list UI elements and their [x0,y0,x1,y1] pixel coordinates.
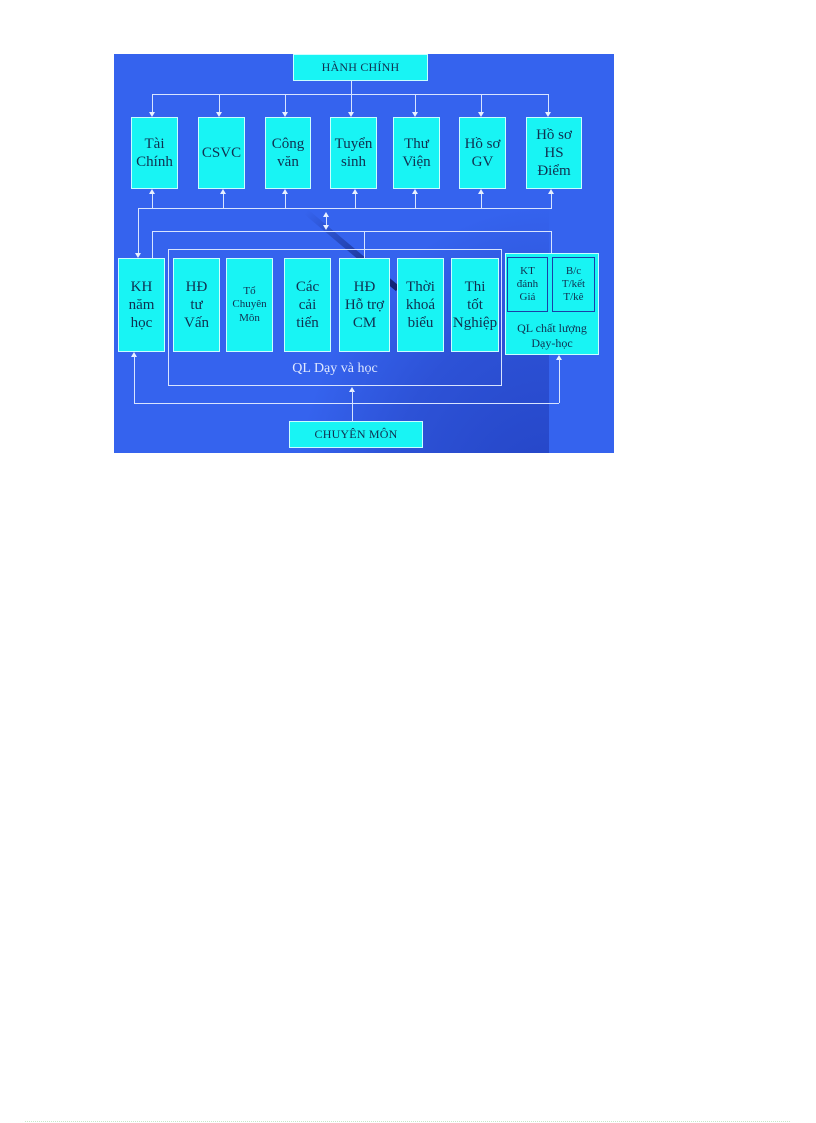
connector [138,208,552,209]
academic-unit-to-chuyen-mon: Tổ Chuyên Môn [226,258,273,352]
arrow-down-icon [149,112,155,117]
connector [152,94,548,95]
arrow-down-icon [412,112,418,117]
page-footer-rule [25,1121,790,1122]
arrow-up-icon [131,352,137,357]
double-arrow-icon [323,225,329,230]
connector [219,94,220,112]
connector [152,231,551,232]
connector [351,94,352,112]
connector [152,194,153,208]
connector [326,216,327,226]
connector [285,194,286,208]
arrow-up-icon [220,189,226,194]
connector [481,94,482,112]
academic-unit-kh-nam-hoc: KH năm học [118,258,165,352]
connector [551,231,552,253]
quality-item-kt-danh-gia: KT đánh Giá [507,257,548,312]
academic-unit-thoi-khoa-bieu: Thời khoá biểu [397,258,444,352]
admin-unit-ho-so-hs-diem: Hồ sơ HS Điểm [526,117,582,189]
academic-unit-thi-tot-nghiep: Thi tốt Nghiệp [451,258,499,352]
admin-unit-tai-chinh: Tài Chính [131,117,178,189]
hanh-chinh-header: HÀNH CHÍNH [293,54,428,81]
arrow-up-icon [556,355,562,360]
arrow-up-icon [282,189,288,194]
admin-unit-ho-so-gv: Hồ sơ GV [459,117,506,189]
connector [415,194,416,208]
academic-unit-hd-ho-tro-cm: HĐ Hỗ trợ CM [339,258,390,352]
admin-unit-tuyen-sinh: Tuyển sinh [330,117,377,189]
arrow-down-icon [348,112,354,117]
teaching-group-label: QL Dạy và học [292,361,378,376]
admin-unit-csvc: CSVC [198,117,245,189]
connector [548,94,549,112]
admin-unit-thu-vien: Thư Viện [393,117,440,189]
admin-unit-cong-van: Công văn [265,117,311,189]
connector [481,194,482,208]
org-chart-canvas: HÀNH CHÍNH Tài Chính CSVC Công văn Tuyển… [114,54,614,453]
connector [134,403,559,404]
arrow-down-icon [135,253,141,258]
connector [152,231,153,258]
connector [134,356,135,403]
arrow-up-icon [149,189,155,194]
connector [352,391,353,422]
arrow-up-icon [412,189,418,194]
connector [223,194,224,208]
arrow-up-icon [548,189,554,194]
arrow-down-icon [216,112,222,117]
connector [415,94,416,112]
connector [559,359,560,403]
connector [285,94,286,112]
connector [152,94,153,112]
arrow-down-icon [282,112,288,117]
connector [355,194,356,208]
arrow-down-icon [545,112,551,117]
chuyen-mon-header: CHUYÊN MÔN [289,421,423,448]
arrow-up-icon [352,189,358,194]
academic-unit-hd-tu-van: HĐ tư Vấn [173,258,220,352]
connector [138,208,139,253]
teaching-group-frame [168,249,502,386]
connector [364,231,365,258]
academic-unit-cac-cai-tien: Các cải tiến [284,258,331,352]
connector [551,194,552,208]
connector [351,81,352,94]
arrow-up-icon [478,189,484,194]
arrow-down-icon [478,112,484,117]
arrow-up-icon [349,387,355,392]
quality-item-bc-tket-tke: B/c T/kết T/kê [552,257,595,312]
double-arrow-icon [323,212,329,217]
